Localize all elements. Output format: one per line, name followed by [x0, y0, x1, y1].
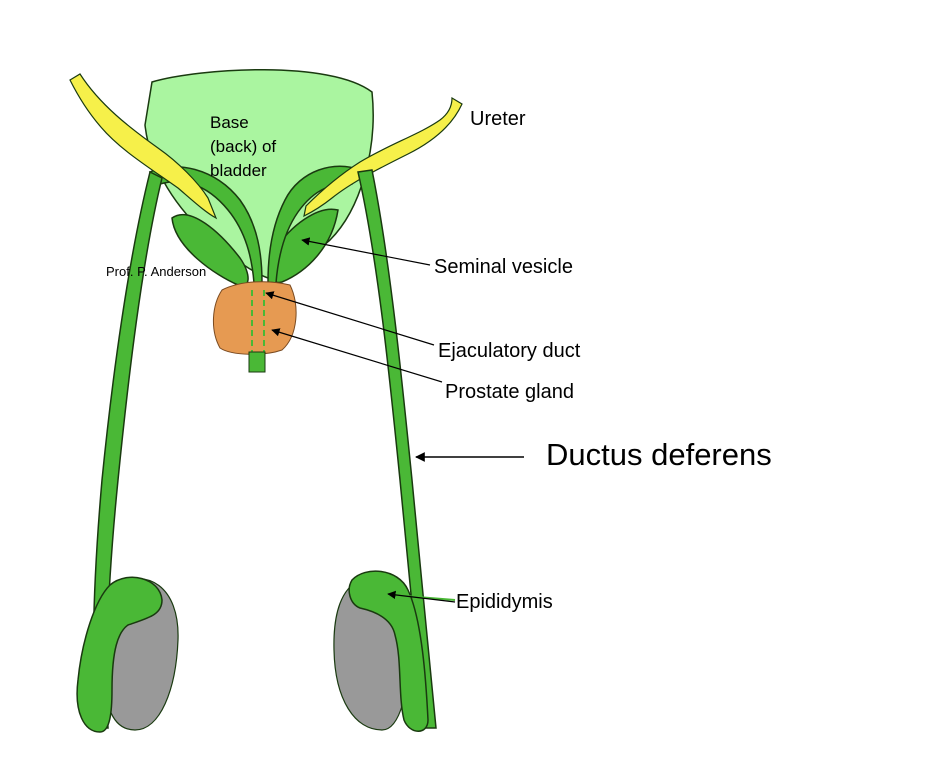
ureter-right: [303, 96, 463, 218]
leader-epididymis: [387, 590, 456, 603]
leader-ejaculatory-duct: [265, 291, 435, 346]
ureter-label: Ureter: [470, 108, 526, 130]
seminal-vesicle-left: [171, 213, 249, 287]
bladder-label: Base (back) of bladder: [210, 113, 281, 180]
urethra-stub: [248, 351, 266, 373]
credit-label: Prof. P. Anderson: [106, 264, 206, 279]
prostate-shape: [213, 281, 297, 355]
prostate-gland-label: Prostate gland: [445, 381, 574, 403]
epididymis-left: [76, 576, 163, 733]
epididymis-label: Epididymis: [456, 591, 553, 613]
seminal-vesicle-label: Seminal vesicle: [434, 256, 573, 278]
leader-prostate-gland: [271, 328, 443, 383]
leader-seminal-vesicle: [301, 237, 431, 266]
ureter-left: [69, 73, 218, 220]
ejaculatory-duct-label: Ejaculatory duct: [438, 340, 581, 362]
epididymis-right: [348, 570, 429, 732]
ductus-deferens-right: [357, 169, 437, 729]
ductus-deferens-label: Ductus deferens: [546, 437, 772, 472]
